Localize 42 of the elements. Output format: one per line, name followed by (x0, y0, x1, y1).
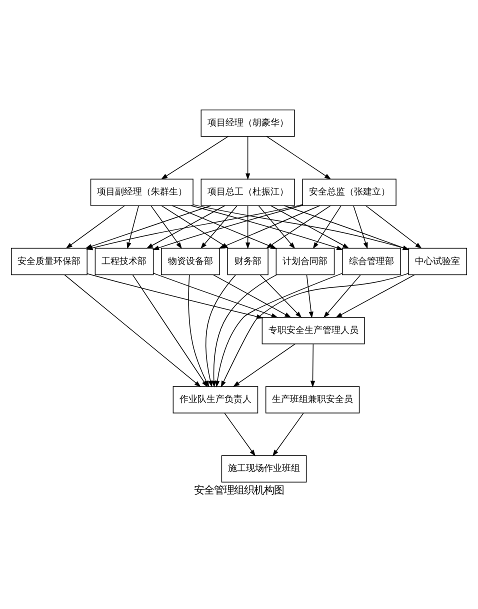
arrow (270, 205, 350, 249)
arrow (224, 412, 256, 456)
node-box: 作业队生产负责人 (172, 386, 258, 414)
arrow (232, 344, 296, 387)
arrow (150, 205, 182, 249)
node-box: 专职安全生产管理人员 (262, 317, 365, 344)
arrow (212, 274, 278, 388)
arrow (215, 272, 343, 388)
node-box: 项目副经理（朱群生） (90, 178, 194, 206)
arrow (266, 136, 332, 180)
arrow (272, 412, 304, 456)
arrow (246, 205, 250, 250)
arrow (312, 205, 342, 249)
arrow (323, 274, 361, 318)
arrow (206, 274, 236, 388)
node-box: 物资设备部 (161, 248, 220, 276)
node-box: 工程技术部 (94, 248, 154, 276)
arrow (365, 205, 422, 249)
node-box: 生产班组兼职安全员 (265, 386, 360, 414)
caption: 安全管理组织机构图 (194, 484, 284, 496)
arrow (220, 273, 409, 388)
node-box: 安全质量环保部 (10, 248, 88, 276)
node-box: 财务部 (227, 248, 268, 276)
arrow (336, 274, 415, 318)
arrow (160, 136, 229, 180)
arrow (146, 205, 226, 249)
arrow (64, 274, 202, 388)
node-box: 项目总工（杜振江） (200, 178, 295, 206)
node-box: 计划合同部 (276, 248, 335, 276)
node-box: 安全总监（张建立） (302, 178, 396, 206)
arrow (310, 344, 316, 388)
node-box: 中心试验室 (408, 248, 468, 276)
node-box: 施工现场作业班组 (221, 455, 307, 482)
arrow (306, 274, 314, 318)
arrow (260, 274, 302, 318)
node-box: 项目经理（胡豪华） (200, 110, 295, 137)
arrow (246, 136, 250, 180)
arrow (266, 205, 331, 249)
arrow (126, 205, 139, 250)
node-box: 综合管理部 (342, 248, 401, 276)
arrow (258, 205, 296, 249)
arrow (353, 205, 368, 250)
